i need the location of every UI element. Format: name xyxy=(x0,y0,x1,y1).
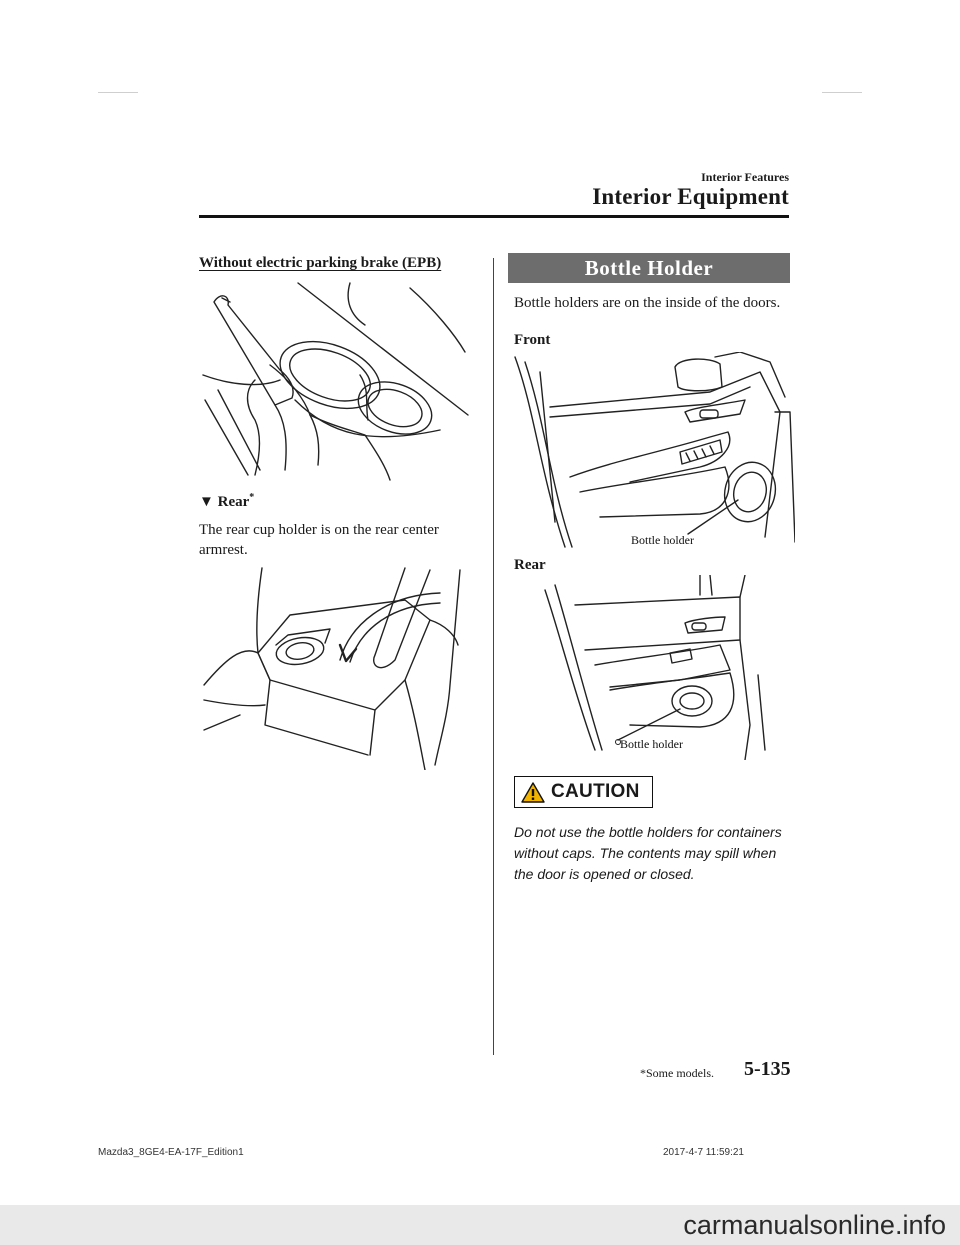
print-file-name: Mazda3_8GE4-EA-17F_Edition1 xyxy=(98,1147,244,1158)
warning-triangle-icon xyxy=(521,781,545,803)
triangle-marker-icon: ▼ xyxy=(199,494,214,510)
front-bottle-holder-callout: Bottle holder xyxy=(631,533,694,547)
bottle-holder-description: Bottle holders are on the inside of the … xyxy=(514,295,781,311)
footnote: *Some models. xyxy=(640,1066,714,1080)
rear-armrest-cupholder-illustration xyxy=(203,567,461,770)
chapter-title: Interior Equipment xyxy=(592,184,789,209)
front-label: Front xyxy=(514,332,551,348)
crop-mark-left xyxy=(98,92,138,93)
caution-label-box: CAUTION xyxy=(514,776,653,808)
watermark-link[interactable]: carmanualsonline.info xyxy=(0,1205,960,1245)
rear-cupholder-description: The rear cup holder is on the rear cente… xyxy=(199,522,439,558)
parking-brake-cupholder-illustration xyxy=(202,282,469,481)
section-label: Interior Features xyxy=(701,170,789,184)
rear-heading: ▼ Rear* xyxy=(199,492,254,511)
epb-heading: Without electric parking brake (EPB) xyxy=(199,255,442,271)
page-number: 5-135 xyxy=(744,1058,791,1080)
rear-heading-text: Rear xyxy=(217,494,250,510)
bottle-holder-banner: Bottle Holder xyxy=(508,253,790,283)
rear-bottle-holder-callout: Bottle holder xyxy=(620,737,683,751)
caution-label: CAUTION xyxy=(551,781,640,802)
front-door-illustration: Bottle holder xyxy=(514,352,795,548)
rear-door-illustration: Bottle holder xyxy=(544,575,766,760)
rear-door-label: Rear xyxy=(514,557,546,573)
print-timestamp: 2017-4-7 11:59:21 xyxy=(663,1147,744,1158)
column-divider xyxy=(493,258,494,1055)
footnote-asterisk: * xyxy=(249,492,255,503)
crop-mark-right xyxy=(822,92,862,93)
caution-body: Do not use the bottle holders for contai… xyxy=(514,824,782,882)
title-rule xyxy=(199,215,789,218)
